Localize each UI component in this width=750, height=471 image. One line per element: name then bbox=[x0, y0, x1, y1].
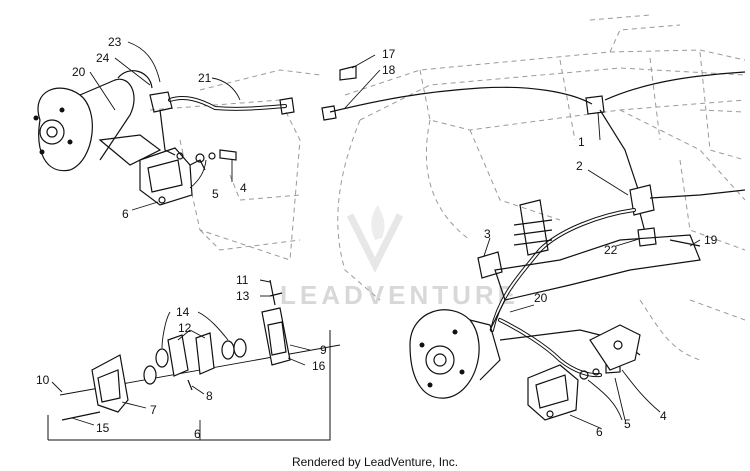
watermark-text: LEADVENTURE bbox=[280, 280, 519, 310]
callout-5-rear: 5 bbox=[624, 417, 631, 431]
callout-17: 17 bbox=[382, 47, 396, 61]
caliper-exploded-assembly bbox=[47, 279, 341, 441]
callout-13: 13 bbox=[236, 289, 250, 303]
callout-20-rear: 20 bbox=[534, 291, 548, 305]
callout-18: 18 bbox=[382, 63, 396, 77]
callout-6: 6 bbox=[122, 207, 129, 221]
callout-15: 15 bbox=[96, 421, 110, 435]
callout-22: 22 bbox=[604, 243, 618, 257]
callout-20: 20 bbox=[72, 65, 86, 79]
callout-2: 2 bbox=[576, 159, 583, 173]
shock-absorber bbox=[477, 199, 701, 331]
callout-24: 24 bbox=[96, 51, 110, 65]
brake-tee-junction bbox=[629, 184, 746, 247]
brake-hose-rear bbox=[490, 208, 636, 378]
caliper-mount-bracket bbox=[589, 324, 641, 371]
callout-21: 21 bbox=[198, 71, 212, 85]
brake-line-main bbox=[321, 65, 746, 196]
brake-caliper-rear bbox=[527, 363, 621, 421]
callout-19: 19 bbox=[704, 233, 718, 247]
footer-credit: Rendered by LeadVenture, Inc. bbox=[292, 455, 458, 469]
callout-11: 11 bbox=[236, 273, 249, 287]
brake-caliper-left bbox=[139, 147, 206, 206]
callout-5: 5 bbox=[212, 187, 219, 201]
callout-6-assembly: 6 bbox=[194, 427, 201, 441]
callout-leaders bbox=[51, 41, 701, 440]
callout-8: 8 bbox=[206, 389, 213, 403]
callout-10: 10 bbox=[36, 373, 50, 387]
callout-16: 16 bbox=[312, 359, 326, 373]
callout-1: 1 bbox=[578, 135, 585, 149]
watermark-logo-icon bbox=[346, 205, 404, 273]
callout-9: 9 bbox=[320, 343, 327, 357]
callout-4: 4 bbox=[240, 181, 247, 195]
callout-23: 23 bbox=[108, 35, 122, 49]
callout-7: 7 bbox=[150, 403, 157, 417]
callout-6-rear: 6 bbox=[596, 425, 603, 439]
callout-4-rear: 4 bbox=[660, 409, 667, 423]
callout-12: 12 bbox=[178, 321, 192, 335]
callout-3: 3 bbox=[484, 227, 491, 241]
brake-hose-front-left bbox=[149, 91, 295, 163]
callout-14: 14 bbox=[176, 305, 190, 319]
front-hub-left bbox=[33, 70, 162, 172]
